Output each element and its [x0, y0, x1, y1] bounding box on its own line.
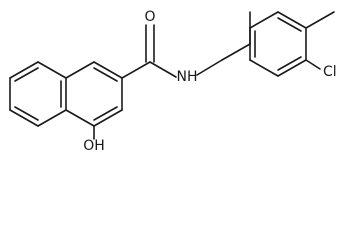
aryl-ring	[249, 11, 335, 77]
carboxamide-group	[121, 24, 223, 79]
bond	[277, 11, 307, 29]
naphthalene-right-ring	[65, 61, 123, 127]
double-bond-inner	[277, 17, 302, 32]
double-bond-inner	[277, 56, 302, 71]
bond	[9, 61, 39, 79]
bond	[249, 11, 279, 29]
amide-nh-label: NH	[177, 69, 198, 85]
chloro-bond	[305, 59, 321, 70]
double-bond-inner	[93, 67, 118, 82]
double-bond-inner	[14, 67, 39, 82]
bond	[37, 61, 67, 79]
chemical-structure-diagram: O NH Cl OH	[9, 9, 337, 152]
bond	[277, 59, 307, 77]
double-bond-inner	[93, 106, 118, 121]
bond	[93, 109, 123, 127]
oxygen-label: O	[144, 9, 155, 25]
bond	[37, 109, 67, 127]
bond	[93, 61, 123, 79]
chlorine-label: Cl	[323, 64, 337, 80]
bond	[221, 43, 251, 61]
hydroxyl-label: OH	[83, 138, 105, 152]
bond	[196, 59, 223, 76]
bond	[65, 61, 95, 79]
bond	[65, 109, 95, 127]
bond	[121, 61, 151, 79]
naphthalene-left-ring	[9, 61, 67, 127]
bond	[9, 109, 39, 127]
bond	[149, 61, 177, 78]
methyl-bond	[305, 11, 335, 29]
double-bond-inner	[14, 106, 39, 121]
bond	[249, 59, 279, 77]
